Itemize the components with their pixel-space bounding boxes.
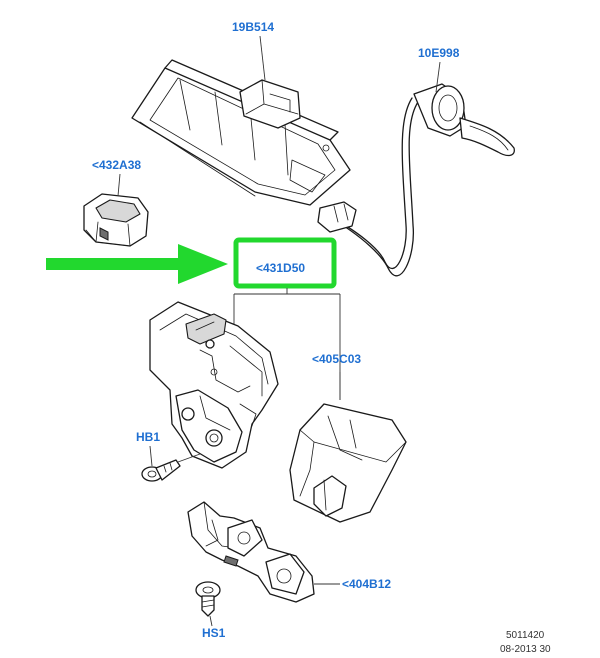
bolt-hb1 bbox=[141, 459, 181, 482]
callout-cover: <405C03 bbox=[312, 352, 362, 366]
highlight-box bbox=[233, 237, 337, 289]
screw-hs1 bbox=[195, 581, 221, 617]
cable-assembly bbox=[317, 83, 515, 277]
callout-switch: <432A38 bbox=[92, 158, 142, 172]
latch-assembly bbox=[149, 301, 279, 469]
right-arrow-icon bbox=[46, 244, 228, 284]
drawing-number: 5011420 bbox=[506, 630, 545, 641]
callout-cable: 10E998 bbox=[418, 46, 460, 60]
date-code: 08-2013 30 bbox=[500, 644, 551, 655]
latch-cover bbox=[289, 403, 407, 523]
callout-bracket: <404B12 bbox=[342, 577, 392, 591]
callout-screw-hs1: HS1 bbox=[202, 626, 226, 640]
callout-bolt-hb1: HB1 bbox=[136, 430, 161, 444]
mounting-bracket bbox=[187, 501, 315, 603]
tail-lamp-housing bbox=[131, 59, 351, 206]
release-switch bbox=[83, 193, 149, 247]
callout-latch: <431D50 bbox=[256, 261, 306, 275]
callout-tail-lamp: 19B514 bbox=[232, 20, 275, 34]
